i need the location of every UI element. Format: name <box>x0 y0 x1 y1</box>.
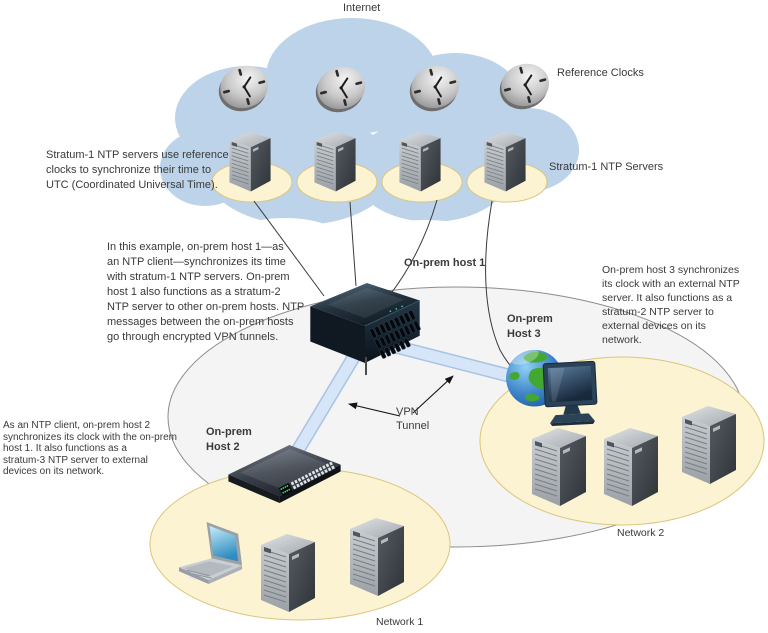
host3-note: On-prem host 3 synchronizes its clock wi… <box>602 264 740 346</box>
internet-cloud <box>140 18 590 264</box>
host1-label: On-prem host 1 <box>404 257 486 269</box>
host2-note: As an NTP client, on-prem host 2 synchro… <box>3 420 177 477</box>
stratum1-server-icon-3 <box>399 131 441 192</box>
tower-server-icon-net2-3 <box>681 405 737 485</box>
internet-label: Internet <box>343 2 381 14</box>
host3-label: On-prem Host 3 <box>507 313 553 340</box>
vpn-label-arrows <box>348 375 454 417</box>
tower-server-icon-net2-2 <box>603 427 659 507</box>
host2-label: On-prem Host 2 <box>206 426 252 453</box>
stratum1-servers-label: Stratum-1 NTP Servers <box>549 161 664 173</box>
vpn-tunnel-host1-host2 <box>288 341 368 459</box>
stratum1-server-icon-2 <box>314 131 356 192</box>
stratum1-server-icon-4 <box>484 131 526 192</box>
host1-note: In this example, on-prem host 1—as an NT… <box>107 241 305 343</box>
tower-server-icon-net2-1 <box>531 427 587 507</box>
vpn-tunnel-label: VPN Tunnel <box>396 406 430 432</box>
network2-label: Network 2 <box>617 527 665 539</box>
tower-server-icon-net1-2 <box>349 517 405 597</box>
tower-server-icon-net1-1 <box>260 533 316 613</box>
network1-label: Network 1 <box>376 616 424 628</box>
stratum-note: Stratum-1 NTP servers use reference cloc… <box>46 149 229 191</box>
reference-clocks-label: Reference Clocks <box>557 67 644 79</box>
